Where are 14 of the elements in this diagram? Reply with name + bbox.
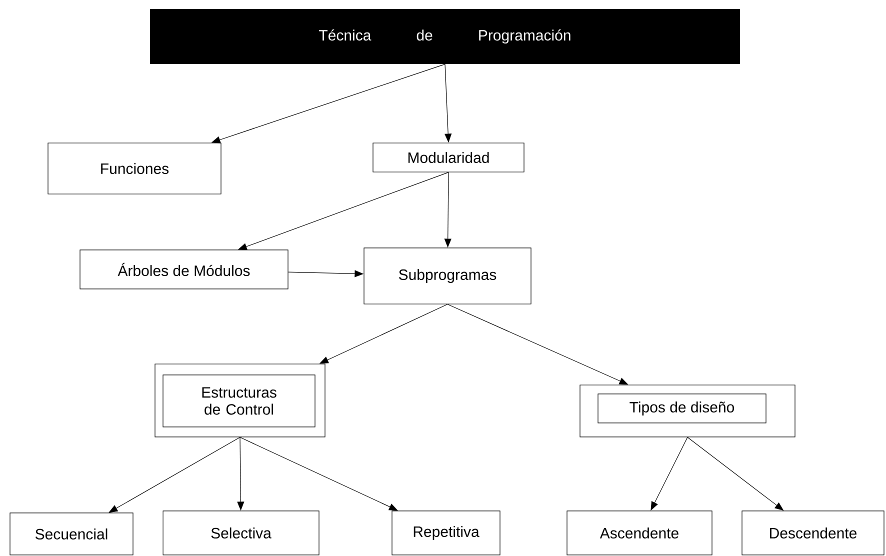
text-box: Modularidad bbox=[372, 142, 524, 172]
frame-box bbox=[154, 364, 326, 438]
text-box: Estructuras de Control bbox=[162, 374, 316, 428]
text-box: Árboles de Módulos bbox=[80, 250, 288, 290]
text-box: Tipos de diseño bbox=[598, 394, 766, 424]
text-box: Descendente bbox=[742, 510, 884, 556]
text-box: Subprogramas bbox=[364, 248, 532, 304]
title-bar: Técnica de Programación bbox=[150, 9, 740, 64]
text-box: Secuencial bbox=[10, 512, 134, 556]
frame-box bbox=[580, 384, 796, 438]
text-box: Repetitiva bbox=[392, 510, 500, 556]
text-box: Ascendente bbox=[566, 510, 712, 556]
text-box: Funciones bbox=[48, 142, 222, 194]
text-box: Selectiva bbox=[162, 510, 320, 556]
